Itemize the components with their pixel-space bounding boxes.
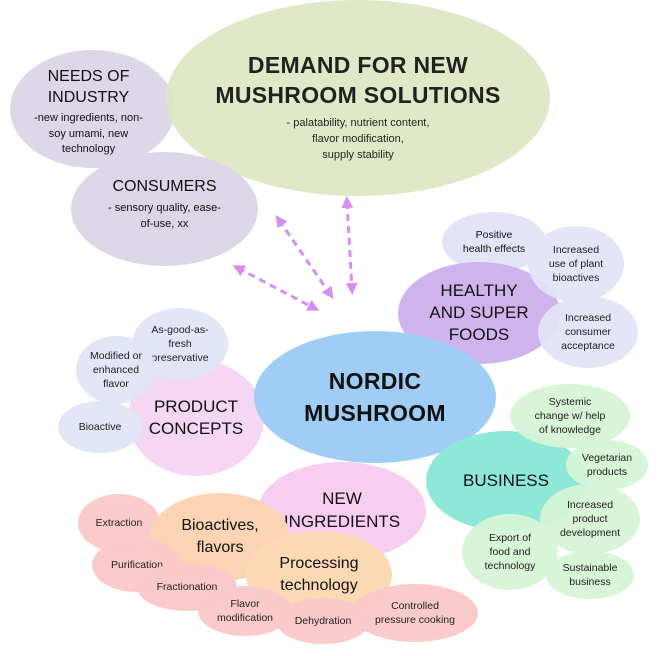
healthy-item-consumer-acceptance: Increased consumer acceptance xyxy=(538,296,638,368)
product-main-bubble: PRODUCT CONCEPTS xyxy=(128,360,264,476)
bioactives-title: Bioactives, flavors xyxy=(181,516,259,556)
healthy-title: HEALTHY AND SUPER FOODS xyxy=(429,280,529,345)
healthy-item-label: Increased consumer acceptance xyxy=(561,311,615,353)
healthy-item-plant-bioactives: Increased use of plant bioactives xyxy=(528,226,624,302)
product-item-label: As-good-as- fresh preservative xyxy=(151,323,209,365)
product-item-modified-flavor: Modified or enhanced flavor xyxy=(76,336,156,404)
business-item-systemic-change: Systemic change w/ help of knowledge xyxy=(510,384,630,448)
ingredient-item-label: Controlled pressure cooking xyxy=(375,599,455,626)
business-item-label: Export of food and technology xyxy=(484,531,536,573)
product-item-label: Modified or enhanced flavor xyxy=(90,349,142,391)
healthy-item-label: Positive health effects xyxy=(462,228,526,255)
ingredient-item-flavor-modification: Flavor modification xyxy=(198,586,292,636)
ingredient-item-label: Flavor modification xyxy=(216,597,274,624)
needs-detail: -new ingredients, non- soy umami, new te… xyxy=(34,111,143,156)
product-item-label: Bioactive xyxy=(78,420,122,433)
product-item-bioactive: Bioactive xyxy=(58,401,142,453)
nordic-title: NORDIC MUSHROOM xyxy=(304,367,446,426)
arrow-consumers xyxy=(232,265,320,311)
consumers-title: CONSUMERS xyxy=(112,178,217,195)
demand-title-line1: DEMAND FOR NEW xyxy=(247,52,469,78)
demand-detail: - palatability, nutrient content, flavor… xyxy=(286,116,430,161)
business-item-sustainable: Sustainable business xyxy=(546,551,634,599)
ingredient-item-label: Purification xyxy=(111,558,163,571)
business-title: BUSINESS xyxy=(463,470,549,490)
arrow-needs xyxy=(275,215,334,299)
needs-title: NEEDS OF INDUSTRY xyxy=(47,68,130,106)
business-item-export: Export of food and technology xyxy=(462,514,558,590)
ingredient-item-pressure-cooking: Controlled pressure cooking xyxy=(352,584,478,642)
business-item-label: Sustainable business xyxy=(562,561,618,588)
new-ingredients-title: NEW INGREDIENTS xyxy=(283,489,401,531)
business-item-label: Vegetarian products xyxy=(581,451,633,478)
consumers-bubble: CONSUMERS - sensory quality, ease- of-us… xyxy=(71,152,258,266)
processing-title: Processing technology xyxy=(279,554,359,594)
business-item-label: Increased product development xyxy=(559,498,621,540)
ingredient-item-label: Fractionation xyxy=(156,580,218,593)
ingredient-item-fractionation: Fractionation xyxy=(137,563,237,611)
ingredient-item-label: Dehydration xyxy=(294,614,352,627)
business-item-label: Systemic change w/ help of knowledge xyxy=(534,395,606,437)
arrow-demand xyxy=(341,196,358,295)
healthy-item-label: Increased use of plant bioactives xyxy=(548,243,604,285)
demand-bubble: DEMAND FOR NEW MUSHROOM SOLUTIONS - pala… xyxy=(166,0,550,196)
needs-of-industry-bubble: NEEDS OF INDUSTRY -new ingredients, non-… xyxy=(10,50,175,168)
business-item-vegetarian: Vegetarian products xyxy=(566,440,648,490)
demand-title-line2: MUSHROOM SOLUTIONS xyxy=(215,81,501,108)
consumers-detail: - sensory quality, ease- of-use, xx xyxy=(108,201,221,230)
ingredient-item-label: Extraction xyxy=(95,516,143,529)
product-title: PRODUCT CONCEPTS xyxy=(148,396,244,438)
